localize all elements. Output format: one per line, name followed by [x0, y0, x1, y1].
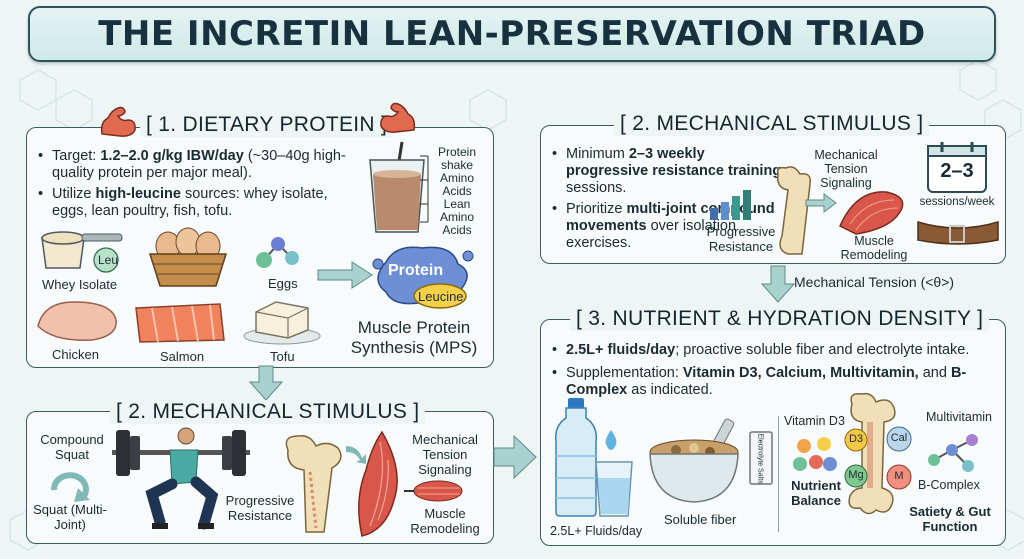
shake-label: Protein shake: [437, 145, 477, 172]
nutrient-heading: [ 3. NUTRIENT & HYDRATION DENSITY ]: [570, 307, 990, 331]
muscle-icon: [839, 191, 904, 235]
nutrient-balance-pills-icon: [793, 437, 837, 471]
supplement-pill-icon: [844, 428, 868, 452]
barbell-squat-icon: [112, 427, 250, 530]
mechanical-bottom-panel: [26, 411, 494, 544]
progressive-resistance-top-label: Progressive Resistance: [706, 224, 776, 254]
molecule-icon: [256, 237, 299, 268]
multivitamin-label: Multivitamin: [926, 410, 992, 424]
mechanical-bottom-heading: [ 2. MECHANICAL STIMULUS ]: [110, 400, 426, 424]
soluble-fiber-label: Soluble fiber: [664, 512, 737, 527]
nutrient-divider: [778, 416, 779, 532]
tension-arrow: [805, 193, 837, 213]
mechanical-tension-bottom-label: Mechanical Tension Signaling: [412, 432, 478, 477]
compound-squat-label: Compound Squat: [40, 432, 104, 462]
leucine-label: Leucine: [418, 289, 464, 304]
calendar-icon: [927, 142, 987, 193]
chicken-label: Chicken: [52, 347, 99, 362]
salmon-label: Salmon: [160, 349, 205, 364]
b-complex-label: B-Complex: [918, 478, 980, 492]
protein-sources-bullet: Utilize high-leucine sources: whey isola…: [38, 186, 356, 220]
squat-multi-joint-label: Squat (Multi-Joint): [33, 502, 107, 532]
down-arrow: [760, 265, 796, 303]
supplement-pill-icon: [844, 464, 868, 488]
satiety-label: Satiety & Gut Function: [909, 504, 991, 534]
tofu-label: Tofu: [270, 349, 295, 364]
fluids-bullet: 2.5L+ fluids/day; proactive soluble fibe…: [552, 342, 998, 359]
supplementation-bullet: Supplementation: Vitamin D3, Calcium, Mu…: [552, 365, 998, 399]
d3-pill-label: D3: [848, 433, 864, 445]
whey-label: Whey Isolate: [42, 277, 118, 292]
water-bottle-icon: [554, 398, 598, 517]
protein-shake-icon: [369, 141, 425, 233]
mg-pill-label: Mg: [848, 469, 864, 481]
b-complex-molecule-icon: [928, 434, 978, 472]
progressive-resistance-bottom-label: Progressive Resistance: [225, 493, 295, 523]
protein-heading: [ 1. DIETARY PROTEIN ]: [140, 113, 394, 137]
bone-icon: [776, 166, 812, 255]
shake-label-bracket: [420, 155, 429, 223]
water-glass-icon: [595, 461, 633, 517]
muscle-remodeling-bottom-label: Muscle Remodeling: [410, 506, 480, 536]
flexed-arm-icon: [380, 102, 416, 133]
eggs-label: Eggs: [268, 276, 298, 291]
leu-label: Leu: [98, 253, 119, 267]
eggs-basket-icon: [148, 227, 228, 287]
mechanical-top-heading: [ 2. MECHANICAL STIMULUS ]: [614, 112, 930, 136]
supplement-pill-icon: [886, 464, 912, 490]
muscle-remodeling-top-label: Muscle Remodeling: [840, 234, 908, 262]
lean-amino-acids-label: Lean Amino Acids: [439, 197, 474, 237]
nutrient-balance-label: Nutrient Balance: [791, 478, 841, 508]
supplement-pill-icon: [886, 426, 912, 452]
mechanical-tension-top-label: Mechanical Tension Signaling: [814, 148, 878, 190]
bone-icon: [285, 434, 342, 533]
electrolyte-packet-label: Electrolyte Salts: [756, 433, 764, 484]
protein-molecule-icon: [372, 246, 474, 309]
right-arrow: [493, 434, 537, 480]
mps-label: Muscle Protein Synthesis (MPS): [350, 318, 478, 357]
muscle-icon: [358, 430, 398, 537]
lifting-belt-icon: [917, 220, 999, 245]
squat-cycle-icon: [51, 472, 90, 502]
chicken-icon: [37, 301, 117, 341]
fluids-label: 2.5L+ Fluids/day: [550, 524, 643, 538]
amino-acids-label: Amino Acids: [439, 171, 474, 198]
protein-to-mps-arrow: [317, 261, 373, 289]
fiber-bowl-icon: [649, 418, 739, 503]
m-pill-label: M: [894, 470, 904, 482]
cal-pill-label: Cal: [890, 432, 908, 444]
progressive-bars-icon: [710, 190, 751, 220]
sessions-per-week-label: sessions/week: [919, 196, 995, 208]
protein-target-bullet: Target: 1.2–2.0 g/kg IBW/day (~30–40g hi…: [38, 148, 356, 182]
vitamin-d3-label: Vitamin D3: [784, 414, 845, 428]
muscle-fiber-icon: [404, 480, 463, 502]
flexed-arm-icon: [100, 106, 136, 137]
calendar-value: 2–3: [940, 160, 974, 182]
down-arrow: [248, 365, 284, 401]
training-frequency-bullet: Minimum 2–3 weekly progressive resistanc…: [552, 146, 784, 197]
bone-icon: [848, 392, 896, 515]
whey-scoop-icon: [41, 231, 123, 273]
page-title: THE INCRETIN LEAN-PRESERVATION TRIAD: [98, 14, 926, 54]
title-banner: THE INCRETIN LEAN-PRESERVATION TRIAD: [28, 6, 996, 62]
protein-bullets: Target: 1.2–2.0 g/kg IBW/day (~30–40g hi…: [38, 148, 356, 224]
tension-arrow: [346, 446, 366, 464]
tofu-icon: [243, 301, 321, 345]
nutrient-bullets: 2.5L+ fluids/day; proactive soluble fibe…: [552, 342, 998, 403]
electrolyte-packet-icon: [749, 431, 773, 485]
mechanical-tension-connector-label: Mechanical Tension (<θ>): [794, 274, 955, 290]
water-drop-icon: [605, 430, 617, 450]
protein-molecule-label: Protein: [388, 262, 444, 279]
salmon-icon: [135, 303, 225, 343]
